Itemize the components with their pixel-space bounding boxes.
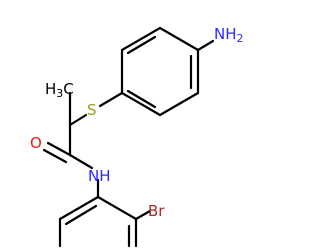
oxygen-label: O: [30, 134, 42, 152]
double-bond: [126, 35, 157, 55]
double-bond: [64, 204, 98, 226]
bond: [196, 39, 215, 52]
amide-nitrogen-label: NH: [88, 167, 111, 185]
bond: [68, 153, 94, 170]
bromine-label: Br: [148, 202, 165, 220]
bromophenyl-ring: [58, 195, 138, 248]
bond: [158, 26, 200, 52]
double-bond: [42, 148, 68, 164]
bond: [96, 195, 138, 221]
sulfur-label: S: [87, 101, 97, 119]
bond: [68, 113, 88, 127]
molecule-structure: NH2 S H3C O NH Br: [30, 25, 244, 248]
amine-label: NH2: [214, 25, 244, 46]
bond: [58, 195, 100, 221]
double-bond: [126, 89, 157, 109]
bond: [98, 91, 124, 108]
bond: [134, 209, 152, 221]
bond: [158, 91, 200, 117]
double-bond: [46, 141, 72, 157]
methyl-label: H3C: [45, 80, 74, 101]
aminophenyl-ring: [120, 26, 200, 117]
bond: [120, 26, 162, 52]
bond: [120, 91, 162, 117]
